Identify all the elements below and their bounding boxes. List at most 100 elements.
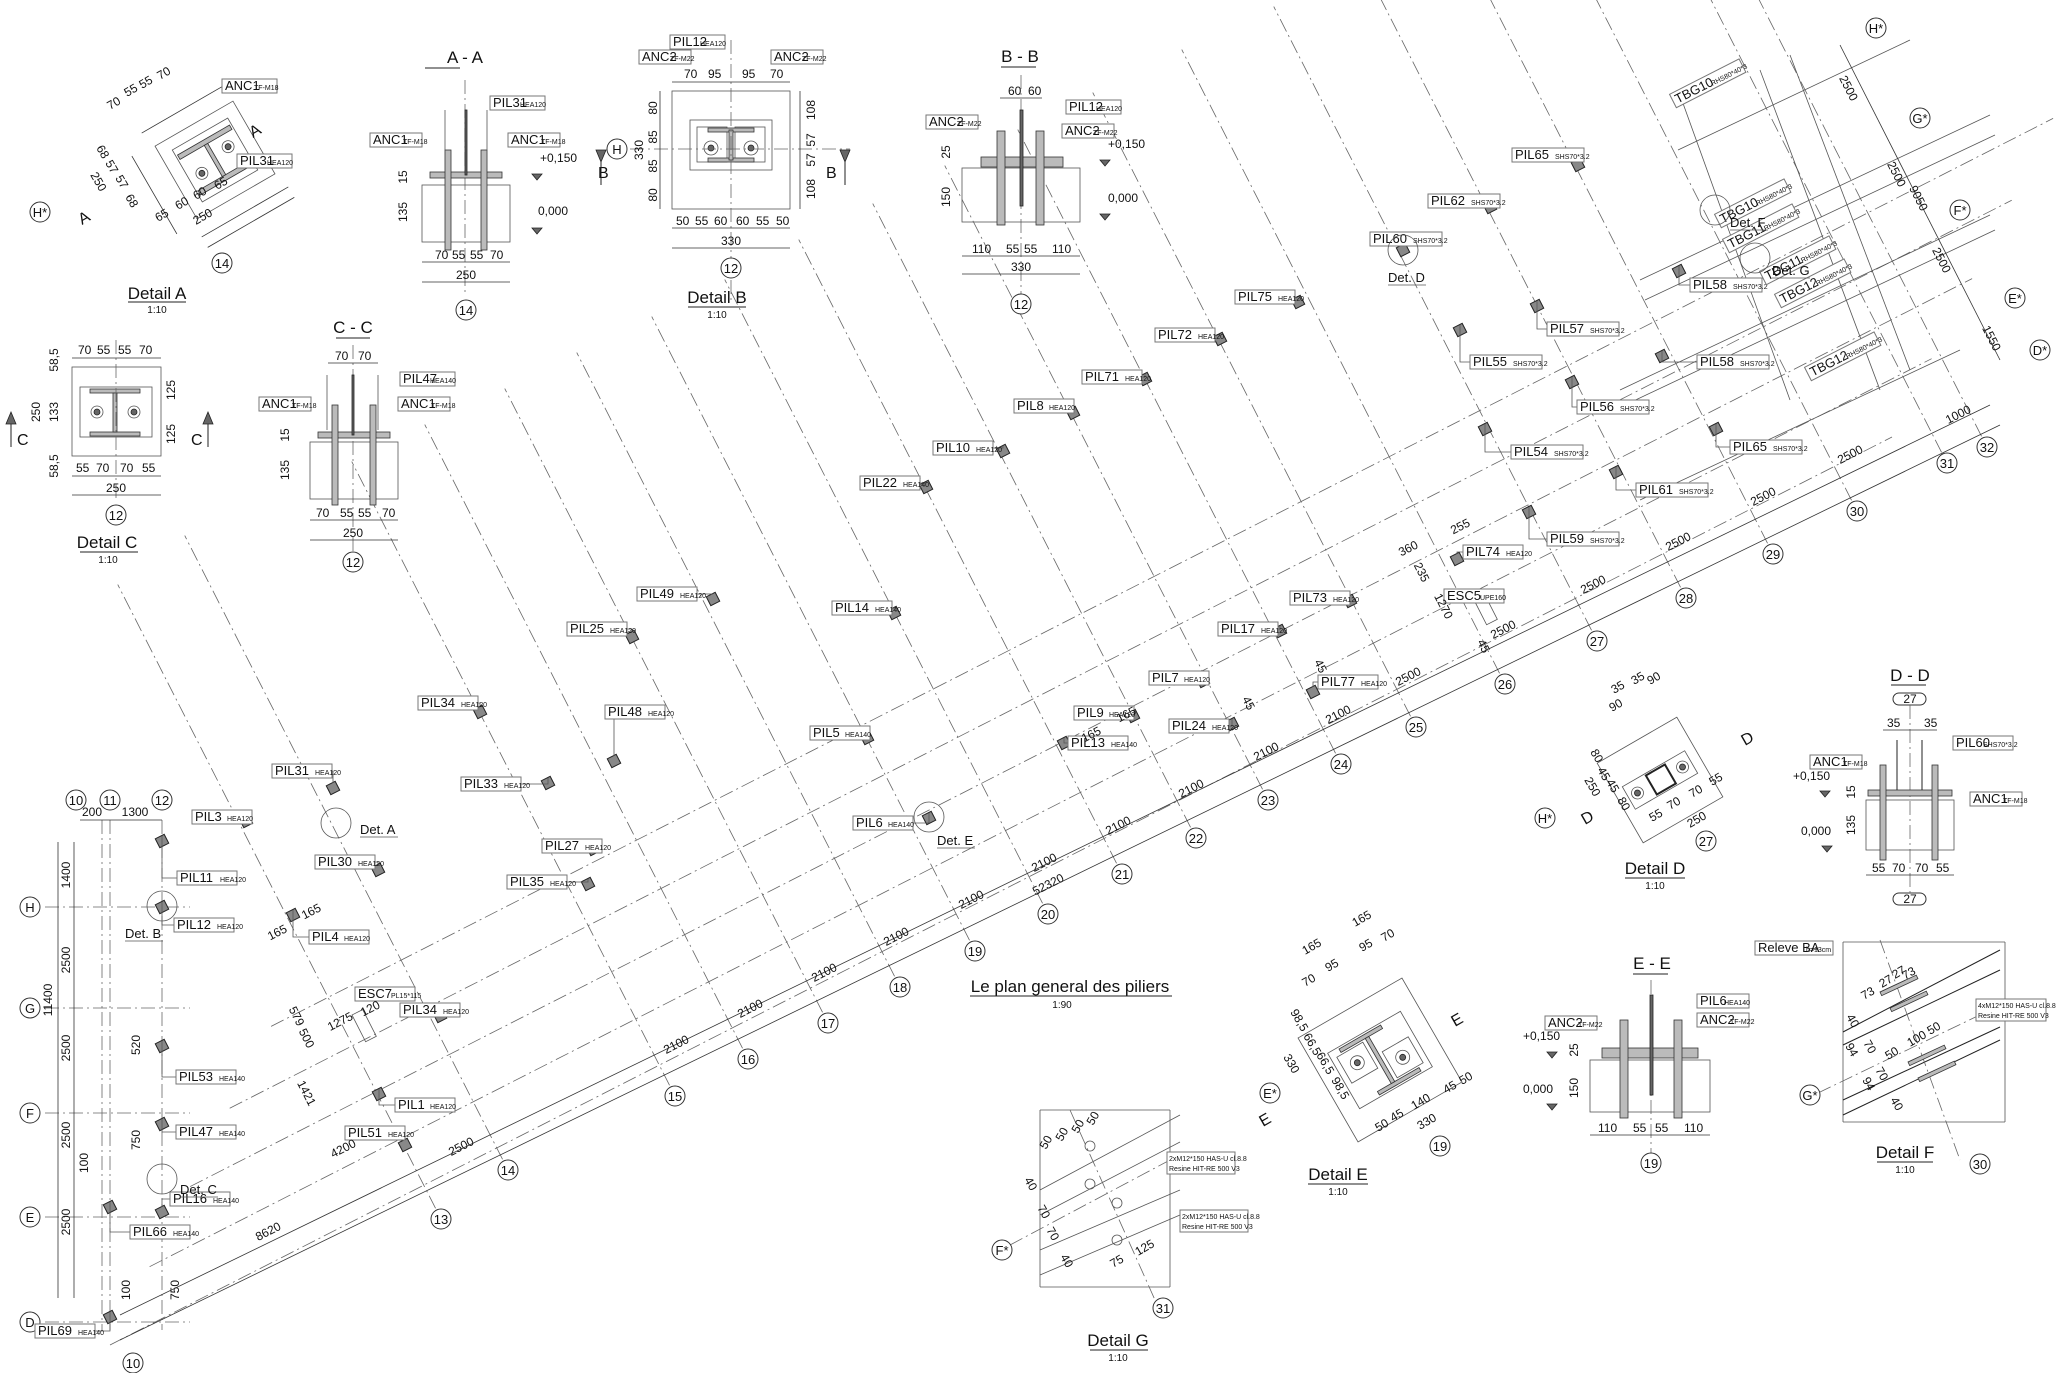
tag-type: TF-M18 (403, 139, 428, 146)
dim-misc: 45 (1311, 657, 1330, 676)
detail-callout-db[interactable]: Det. B (125, 890, 178, 942)
grid-bubble-label: 12 (109, 508, 123, 523)
detail-callout-dg[interactable]: Det. G (1739, 242, 1810, 279)
column-profile: HEA120 (680, 593, 706, 600)
grid-bubble-25 (1405, 716, 1427, 738)
grid-axis-21 (798, 239, 1117, 864)
detail-callout-da[interactable]: Det. A (320, 807, 398, 839)
tag-id: ANC1 (401, 396, 436, 411)
dim-span: 2500 (1748, 484, 1778, 509)
detail-callout-dd[interactable]: Det. D (1387, 234, 1426, 286)
dim: 70 (1860, 1038, 1879, 1057)
dim-span: 2100 (661, 1032, 691, 1057)
detail-callout-dc[interactable]: Det. C (146, 1163, 218, 1198)
stair-id: ESC7 (358, 986, 392, 1001)
grid-bubble-15 (664, 1085, 686, 1107)
grid-bubble-label: 12 (724, 261, 738, 276)
dim: 50 (1083, 1109, 1102, 1128)
column-profile: HEA120 (976, 447, 1002, 454)
tag: PIL6 HEA140 (1696, 993, 1750, 1009)
section-title: A - A (447, 48, 484, 67)
dim: 55 (122, 81, 141, 100)
tag-box (1289, 590, 1351, 606)
note-line: 2xM12*150 HAS-U cl.8.8 (1169, 1156, 1247, 1163)
dim: 330 (632, 140, 646, 160)
dim: 95 (742, 67, 756, 81)
dim: 73 (1859, 984, 1878, 1003)
dim: 95 (708, 67, 722, 81)
grid-axis-31 (1710, 0, 1942, 453)
grid-bubble-G (19, 997, 41, 1019)
dim: 80 (646, 101, 660, 115)
dim: 35 (1629, 669, 1648, 688)
dim-right: 2500 (1836, 73, 1861, 103)
dim: 330 (721, 234, 741, 248)
column-profile: SHS70*3.2 (1590, 328, 1625, 335)
grid-axis-18 (576, 352, 895, 977)
detail-a-labels: 70 55 55 70 68 57 57 68 250 65 60 60 65 … (29, 64, 293, 316)
dim-span: 2100 (881, 924, 911, 949)
grid-bubble-24 (1330, 753, 1352, 775)
dim: 70 (139, 343, 153, 357)
tag-type: HEA120 (1096, 106, 1122, 113)
detail-callout-df[interactable]: Det. F (1699, 194, 1768, 231)
beam-line (1677, 39, 1911, 151)
column-id: PIL17 (1221, 621, 1255, 636)
detail-callout-de[interactable]: Det. E (913, 801, 975, 849)
